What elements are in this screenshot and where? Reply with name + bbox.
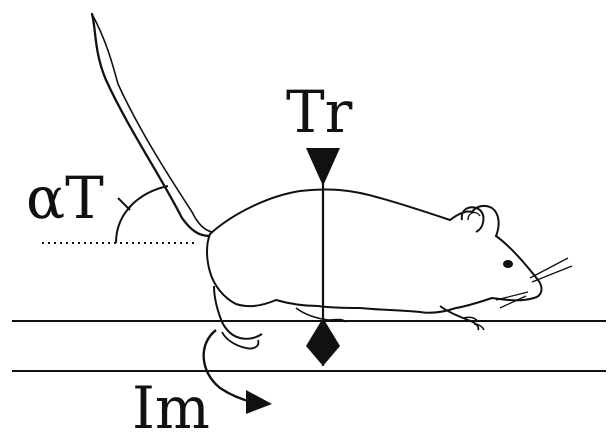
trunk-bottom-arrow-up xyxy=(306,318,340,346)
mouse-tail xyxy=(92,14,210,236)
tail-angle-arc xyxy=(116,186,168,243)
label-trunk-height: Tr xyxy=(286,78,353,146)
mouse-hind-foot xyxy=(222,332,258,349)
mouse-tail-inner xyxy=(92,14,212,232)
label-immersion: Im xyxy=(132,374,210,437)
label-tail-angle: αT xyxy=(26,164,104,232)
mouse-mid-foot xyxy=(296,308,346,322)
tail-angle-tick xyxy=(118,198,130,210)
mouse-body xyxy=(207,189,541,312)
immersion-arrow-head xyxy=(246,390,272,414)
trunk-top-arrow xyxy=(306,148,340,186)
immersion-arrow-curve xyxy=(204,330,252,402)
mouse-eye xyxy=(503,260,513,268)
trunk-bottom-arrow-down xyxy=(306,346,340,366)
